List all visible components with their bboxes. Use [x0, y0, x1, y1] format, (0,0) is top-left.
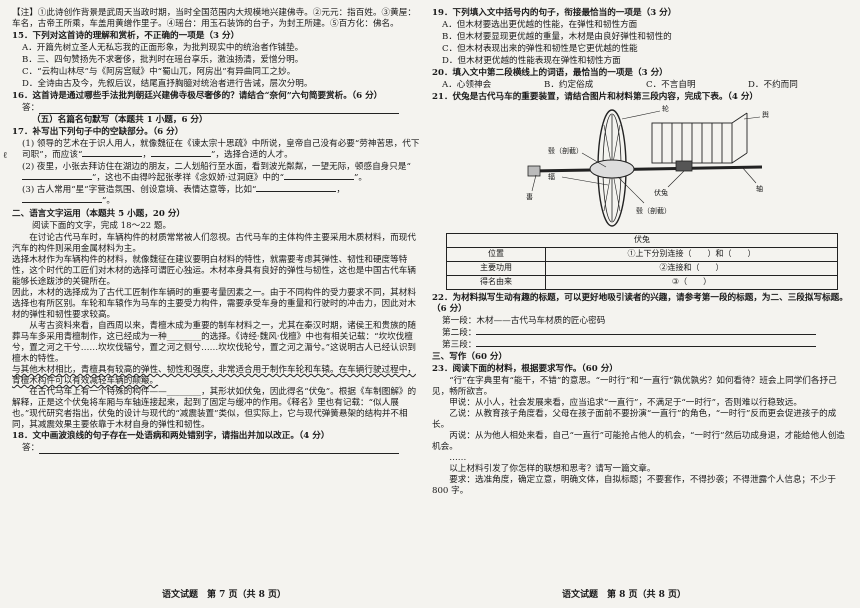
answer-line[interactable]: [39, 104, 400, 114]
row-label: 得名由来: [446, 275, 546, 290]
q17-3-blank-a[interactable]: [256, 191, 337, 192]
q20-option-d: D．不约而同: [748, 80, 798, 90]
q15-option-d: D．全诗由古及今，先叙后议，结尾直抒胸臆对统治者进行告诫，层次分明。: [22, 79, 313, 89]
essay-material-3: 乙说：从教育孩子角度看，父母在孩子面前不要扮演“一直行”的角色，“一时行”反而更…: [432, 409, 837, 430]
reading-intro: 阅读下面的文字，完成 18～22 题。: [32, 221, 172, 231]
q20-option-c: C．不言自明: [646, 80, 696, 90]
q22-line-3-label: 第三段：: [442, 340, 477, 350]
label-futu: 伏兔: [654, 189, 668, 197]
q20-options: A．心领神会 B．约定俗成 C．不言自明 D．不约而同: [432, 80, 850, 91]
row-value[interactable]: ②连接和（ ）: [545, 261, 838, 276]
passage-paragraph-3: 因此，木材的选择成为了古代工匠制作车辆时的重要考量因素之一。由于不同构件的受力要…: [12, 288, 416, 320]
q15-option-c: C．“云构山林尽”与《阿房宫赋》中“蜀山兀，阿房出”有异曲同工之妙。: [22, 67, 296, 77]
page-7-footer: 语文试题 第 7 页（共 8 页）: [162, 590, 287, 601]
table-row: 位置 ①上下分别连接（ ）和（ ）: [446, 247, 838, 262]
question-18: 18．文中画波浪线的句子存在一处语病和两处错别字，请指出并加以改正。（4 分）: [12, 431, 330, 441]
q19-option-b: B．但木材要显现更优越的重量，木材是由良好弹性和韧性的: [442, 32, 672, 42]
passage-paragraph-2: 选择木材作为车辆构件的材料，就像魏征在建议要明白材料的特性，就需要考虑其弹性、韧…: [12, 255, 416, 287]
question-20: 20．填入文中第二段横线上的词语，最恰当的一项是（3 分）: [432, 68, 668, 78]
q17-item-2: (2) 夜里，小张去拜访住在湖边的朋友，二人划船行至水面，看到波光粼粼，一望无际…: [22, 162, 411, 183]
label-gu2: 毂（剖截）: [636, 207, 671, 215]
question-15: 15．下列对这首诗的理解和赏析，不正确的一项是（3 分）: [12, 31, 240, 41]
passage-paragraph-1: 在讨论古代马车时，车辆构件的材质常常被人们忽视。古代马车的主体构件主要采用木质材…: [12, 233, 416, 254]
answer-line[interactable]: [39, 444, 400, 454]
q15-option-b: B．三、四句赞扬先不求奢侈，批判时在瑶台享乐，激浊扬清，爱憎分明。: [22, 55, 304, 65]
page-8: 19．下列填入文中括号内的句子，衔接最恰当的一项是（3 分） A．但木材要选出更…: [432, 0, 850, 608]
section-5-heading: （五）名篇名句默写（本题共 1 小题，6 分）: [32, 115, 208, 125]
passage-paragraph-6: 在古代马车上有一个特殊的构件——________，其形状如伏兔，因此得名“伏兔”…: [12, 387, 417, 430]
essay-requirement-2: 要求：选准角度，确定立意，明确文体，自拟标题；不要套作，不得抄袭；不得泄露个人信…: [432, 475, 836, 496]
q22-line-1: 第一段：木材——古代马车材质的匠心密码: [442, 316, 606, 326]
q22-line-2-label: 第二段：: [442, 328, 477, 338]
q15-option-a: A．开篇先树立圣人无私忘我的正面形象，为批判现实中的统治者作铺垫。: [22, 43, 304, 53]
essay-material-1: “行”在字典里有“能干，不错”的意思。“一时行”和“一直行”孰优孰劣？如何看待？…: [432, 376, 837, 397]
q17-3-text: (3) 古人常用“星”字营造氛围、创设意境、表情达意等，比如“: [22, 185, 257, 195]
essay-material-4: 丙说：从为他人相处来看，自己“一直行”可能抢占他人的机会，“一时行”然后功成身退…: [432, 431, 845, 452]
question-17: 17．补写出下列句子中的空缺部分。（6 分）: [12, 127, 184, 137]
q18-answer: 答：: [12, 443, 424, 454]
answer-label: 答：: [22, 443, 40, 453]
q17-1-blank-a[interactable]: [82, 156, 143, 157]
label-gu: 毂（剖截）: [548, 147, 583, 155]
carriage-diagram-svg: [527, 109, 763, 227]
q17-1-text: (1) 领导的艺术在于识人用人，就像魏征在《谏太宗十思疏》中所说，皇帝自己没有必…: [22, 139, 420, 160]
q22-line-2: 第二段：: [432, 328, 850, 339]
q20-option-a: A．心领神会: [442, 80, 492, 90]
q19-option-c: C．但木材表现出来的弹性和韧性是它更优越的性能: [442, 44, 638, 54]
table-row: 主要功用 ②连接和（ ）: [446, 261, 838, 276]
futu-table: 伏兔 位置 ①上下分别连接（ ）和（ ） 主要功用 ②连接和（ ） 得名由来 ③…: [446, 233, 838, 290]
question-22: 22．为材料拟写生动有趣的标题，可以更好地吸引读者的兴趣，请参考第一段的标题，为…: [432, 293, 848, 314]
section-2-heading: 二、语言文字运用（本题共 5 小题，20 分）: [12, 209, 186, 219]
passage-paragraph-4: 从考古资料来看，自西周以来，青檀木成为重要的制车材料之一，尤其在秦汉时期，诸侯王…: [12, 321, 417, 364]
page-8-footer: 语文试题 第 8 页（共 8 页）: [562, 590, 687, 601]
page-7: 【注】①此诗创作背景是武周天当政时期，当时全国范围内大规模地兴建佛寺。②元元：指…: [12, 0, 424, 608]
q22-line-3: 第三段：: [432, 340, 850, 351]
question-16: 16．这首诗是通过哪些手法批判朝廷兴建佛寺极尽奢侈的？请结合“奈何”六句简要赏析…: [12, 91, 383, 101]
row-value[interactable]: ①上下分别连接（ ）和（ ）: [545, 247, 838, 262]
passage-wavy-sentence: 与其他木材相比，青檀具有较高的弹性、韧性和强度，非常适合用于制作车轮和车辕。在车…: [12, 365, 416, 386]
section-3-heading: 三、写作（60 分）: [432, 352, 508, 362]
row-label: 位置: [446, 247, 546, 262]
essay-material-5: ……: [449, 453, 467, 463]
q17-2-mid: ”，这也不由得吟起张孝祥《念奴娇·过洞庭》中的“: [92, 173, 284, 183]
label-fu: 辐: [548, 173, 555, 181]
row-value[interactable]: ③（ ）: [545, 275, 838, 290]
label-zhou: 轴: [756, 185, 763, 193]
q22-answer-line-3[interactable]: [476, 346, 817, 347]
q19-option-a: A．但木材要选出更优越的性能，在弹性和韧性方面: [442, 20, 638, 30]
carriage-diagram: 轮 舆 毂（剖截） 辐 軎 伏兔 轴 毂（剖截）: [432, 105, 850, 231]
label-lun: 轮: [662, 105, 669, 113]
essay-requirement: 以上材料引发了你怎样的联想和思考？请写一篇文章。: [449, 464, 656, 474]
margin-mark: ℓ: [3, 151, 8, 161]
poem-note: 【注】①此诗创作背景是武周天当政时期，当时全国范围内大规模地兴建佛寺。②元元：指…: [12, 8, 416, 29]
question-19: 19．下列填入文中括号内的句子，衔接最恰当的一项是（3 分）: [432, 8, 677, 18]
q17-3-blank-b[interactable]: [22, 202, 102, 203]
q17-2-blank-a[interactable]: [22, 179, 92, 180]
row-label: 主要功用: [446, 261, 546, 276]
q20-option-b: B．约定俗成: [544, 80, 594, 90]
question-23: 23．阅读下面的材料，根据要求写作。（60 分）: [432, 364, 618, 374]
table-row: 得名由来 ③（ ）: [446, 275, 838, 290]
q17-item-3: (3) 古人常用“星”字营造氛围、创设意境、表情达意等，比如“，”。: [22, 185, 345, 206]
futu-table-title: 伏兔: [446, 233, 838, 248]
q22-answer-line-2[interactable]: [476, 334, 817, 335]
q16-answer: 答：: [12, 103, 424, 114]
question-21: 21．伏兔是古代马车的重要装置，请结合图片和材料第三段内容，完成下表。（4 分）: [432, 92, 759, 102]
label-hui: 軎: [526, 193, 533, 201]
q17-item-1: (1) 领导的艺术在于识人用人，就像魏征在《谏太宗十思疏》中所说，皇帝自己没有必…: [22, 139, 420, 160]
q17-1-tail: ”，选择合适的人才。: [210, 150, 293, 160]
essay-material-2: 甲说：从小人，社会发展来看，应当追求“一直行”，不满足于“一时行”，否则难以行稳…: [449, 398, 802, 408]
label-yu: 舆: [762, 111, 769, 119]
q17-1-blank-b[interactable]: [150, 156, 211, 157]
q17-2-blank-b[interactable]: [284, 179, 354, 180]
q17-2-text: (2) 夜里，小张去拜访住在湖边的朋友，二人划船行至水面，看到波光粼粼，一望无际…: [22, 162, 411, 172]
answer-label: 答：: [22, 103, 40, 113]
q19-option-d: D．但木材更优越的性能表现在弹性和韧性方面: [442, 56, 621, 66]
